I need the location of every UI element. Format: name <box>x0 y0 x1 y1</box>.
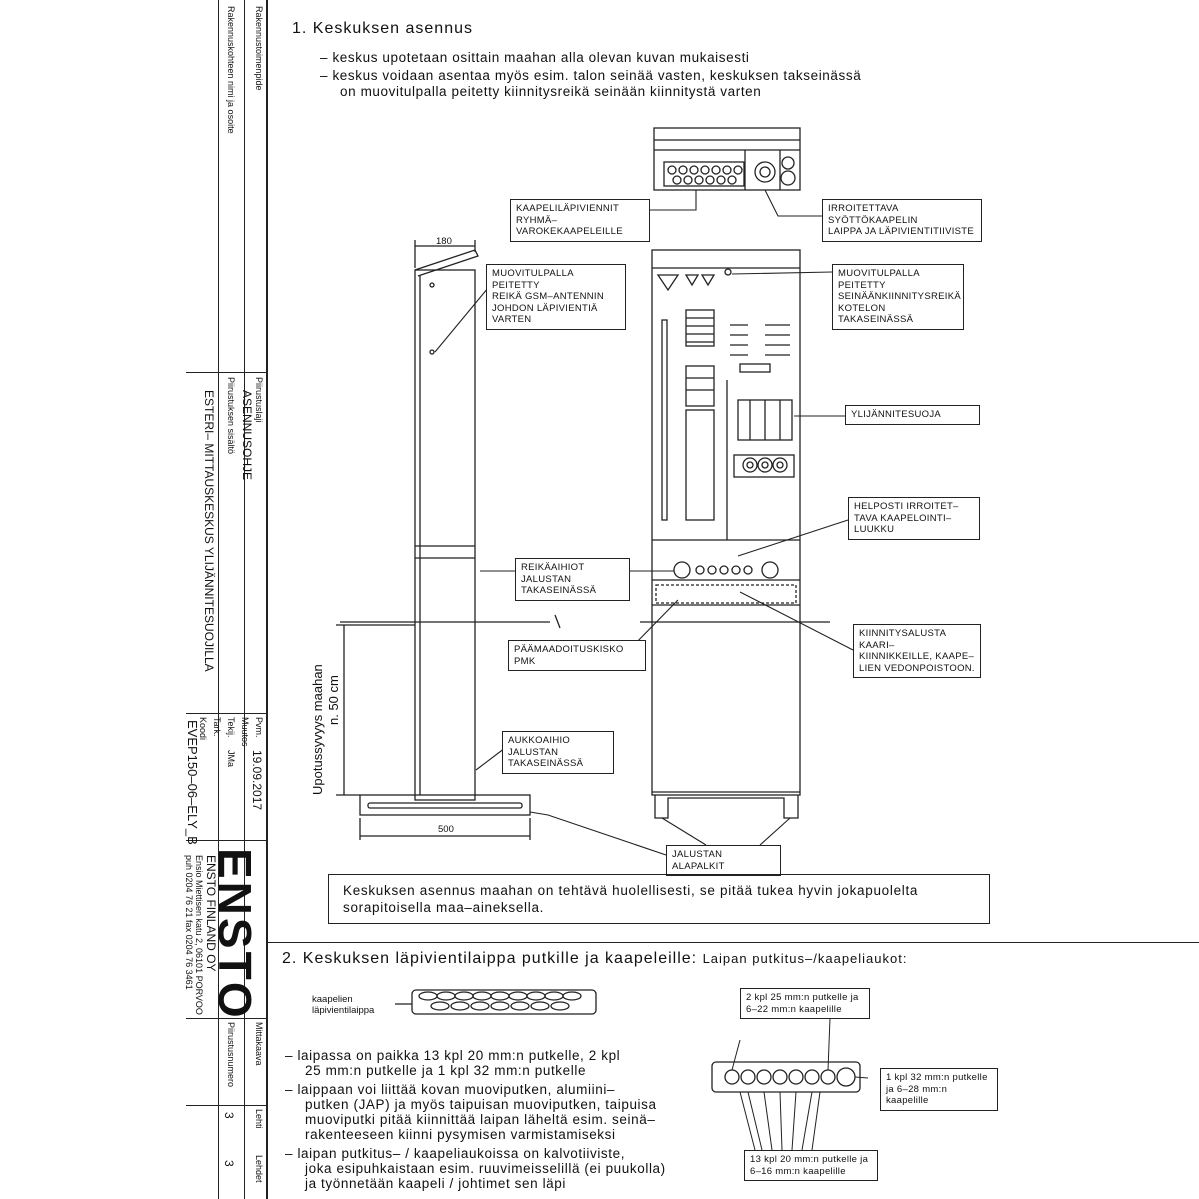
section1-title: 1. Keskuksen asennus <box>292 20 473 37</box>
knockout-holes <box>673 561 779 579</box>
section1-bullet-1: – keskus upotetaan osittain maahan alla … <box>320 50 750 65</box>
title-block-rule <box>186 840 266 841</box>
title-block-divider <box>218 0 219 1199</box>
title-block-rule <box>186 372 266 373</box>
flange-diagram-holes <box>724 1067 856 1087</box>
flange-side-holes <box>418 991 582 1011</box>
callout-paamaadoitus: PÄÄMAADOITUSKISKO PMK <box>508 640 646 671</box>
callout-kiinnitysalusta: KIINNITYSALUSTA KAARI–KIINNIKKEILLE, KAA… <box>853 624 981 678</box>
side-roof <box>414 249 479 277</box>
callout-ylijannitesuoja: YLIJÄNNITESUOJA <box>845 405 980 425</box>
callout-alapalkit: JALUSTAN ALAPALKIT <box>666 845 781 876</box>
title-block-rule <box>186 1105 266 1106</box>
title-block-divider <box>244 0 245 1199</box>
section2-bullet-3: – laipan putkitus– / kaapeliaukoissa on … <box>285 1146 666 1191</box>
depth-label-2: n. 50 cm <box>326 675 341 725</box>
callout-helposti: HELPOSTI IRROITET–TAVA KAAPELOINTI–LUUKK… <box>848 497 980 540</box>
main-earthing-bar <box>655 584 797 604</box>
section2-bullet-1: – laipassa on paikka 13 kpl 20 mm:n putk… <box>285 1048 621 1078</box>
flange-side-view <box>411 989 597 1015</box>
side-base <box>359 794 531 816</box>
side-view-cabinet <box>414 269 476 801</box>
title-block <box>186 0 268 1199</box>
depth-label-1: Upotussyvyys maahan <box>310 664 325 795</box>
section1-bullet-2: – keskus voidaan asentaa myös esim. talo… <box>320 68 862 83</box>
flange-top-holes <box>667 165 743 185</box>
installation-note: Keskuksen asennus maahan on tehtävä huol… <box>328 874 990 924</box>
title-block-rule <box>186 1018 266 1019</box>
dim-top-width: 180 <box>436 236 452 247</box>
section2-subtitle: Laipan putkitus–/kaapeliaukot: <box>702 951 908 966</box>
section1-bullet-3: on muovitulpalla peitetty kiinnitysreikä… <box>340 84 762 99</box>
flange-hole-diagram <box>711 1061 861 1093</box>
top-flange-view <box>653 127 801 191</box>
section2-bullet-2: – laippaan voi liittää kovan muoviputken… <box>285 1082 657 1142</box>
section-separator <box>266 942 1199 943</box>
fuse-blocks <box>685 309 715 521</box>
dim-base-width: 500 <box>438 824 454 835</box>
front-view-cabinet <box>651 249 801 796</box>
title-block-rule <box>186 713 266 714</box>
vent-slots <box>730 324 790 356</box>
section2-title: 2. Keskuksen läpivientilaippa putkille j… <box>282 950 908 967</box>
callout-kaapelilapiviennit: KAAPELILÄPIVIENNIT RYHMÄ–VAROKEKAAPELEIL… <box>510 199 650 242</box>
